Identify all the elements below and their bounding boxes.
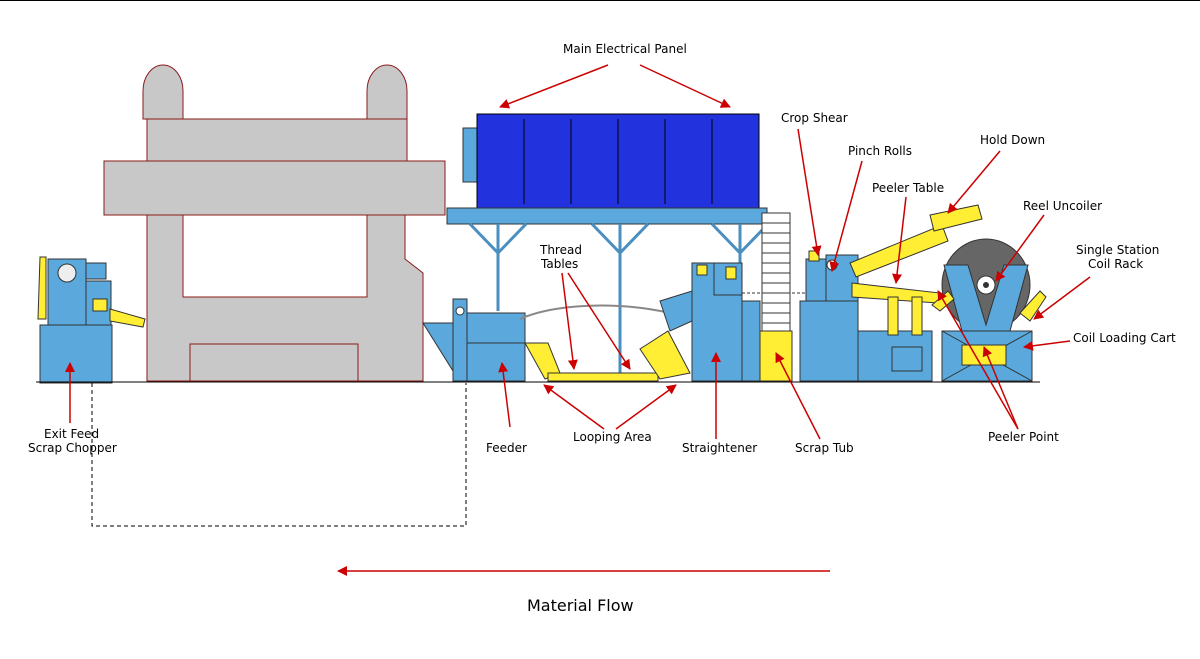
label-exit-feed-line2: Scrap Chopper	[28, 441, 117, 455]
label-thread-tables-line2: Tables	[540, 257, 578, 271]
label-looping-area: Looping Area	[573, 430, 652, 444]
label-feeder: Feeder	[486, 441, 527, 455]
crop-shear-pinch-rolls	[799, 250, 933, 382]
labels: Main Electrical Panel Crop Shear Pinch R…	[28, 42, 1176, 455]
label-pinch-rolls: Pinch Rolls	[848, 144, 912, 158]
material-flow-label: Material Flow	[527, 596, 634, 615]
label-coil-loading-cart: Coil Loading Cart	[1073, 331, 1176, 345]
label-peeler-table: Peeler Table	[872, 181, 944, 195]
label-straightener: Straightener	[682, 441, 757, 455]
label-thread-tables-line1: Thread	[539, 243, 582, 257]
reel-uncoiler	[931, 238, 1047, 332]
main-electrical-panel	[446, 113, 768, 225]
label-main-electrical-panel: Main Electrical Panel	[563, 42, 687, 56]
label-crop-shear: Crop Shear	[781, 111, 848, 125]
label-single-station-line1: Single Station	[1076, 243, 1159, 257]
thread-tables	[519, 290, 693, 382]
label-hold-down: Hold Down	[980, 133, 1045, 147]
scrap-path-dashed	[91, 383, 467, 527]
label-exit-feed-line1: Exit Feed	[44, 427, 99, 441]
straightener	[691, 262, 860, 382]
label-pointers	[65, 64, 1091, 440]
press	[103, 64, 446, 382]
material-flow: Material Flow	[337, 566, 830, 615]
label-single-station-line2: Coil Rack	[1088, 257, 1143, 271]
exit-feed-scrap-chopper	[37, 256, 146, 384]
label-reel-uncoiler: Reel Uncoiler	[1023, 199, 1102, 213]
label-scrap-tub: Scrap Tub	[795, 441, 854, 455]
label-peeler-point: Peeler Point	[988, 430, 1059, 444]
feeder	[422, 298, 561, 382]
